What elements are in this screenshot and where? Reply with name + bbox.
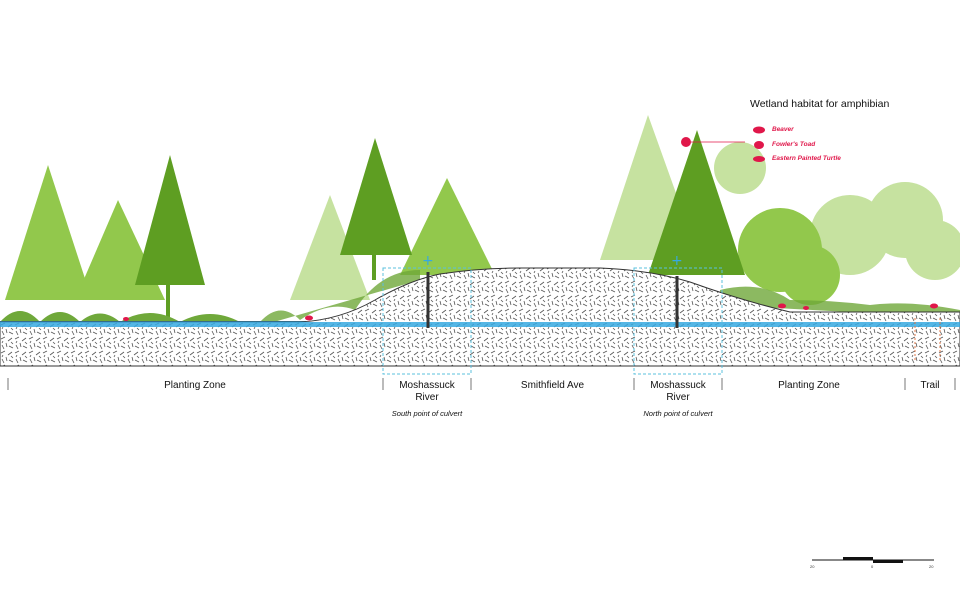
legend-callout-dot bbox=[681, 137, 691, 147]
zone-label-planting-west: Planting Zone bbox=[164, 380, 226, 391]
zone-note-river-south: South point of culvert bbox=[391, 409, 463, 418]
toad-icon bbox=[754, 140, 764, 149]
zone-label-river-north: Moshassuck River bbox=[650, 380, 706, 403]
scale-tick-right: 20 bbox=[929, 564, 934, 569]
ground-section bbox=[0, 267, 960, 367]
scale-bar bbox=[812, 557, 934, 563]
scale-tick-mid: 0 bbox=[871, 564, 874, 569]
legend-label-turtle: Eastern Painted Turtle bbox=[772, 154, 841, 162]
legend-label-toad: Fowler's Toad bbox=[772, 140, 816, 148]
zone-label-trail: Trail bbox=[920, 380, 940, 391]
plus-marker-south: + bbox=[422, 253, 434, 269]
legend-item-beaver: Beaver bbox=[752, 123, 794, 135]
zone-label-river-south: Moshassuck River bbox=[399, 380, 455, 403]
tree-canopy-foreground bbox=[135, 130, 745, 320]
beaver-icon bbox=[753, 126, 765, 133]
zone-label-road: Smithfield Ave bbox=[520, 380, 585, 391]
turtle-icon bbox=[753, 155, 765, 162]
scale-tick-left: 20 bbox=[810, 564, 815, 569]
legend-label-beaver: Beaver bbox=[772, 125, 794, 133]
zone-dividers bbox=[7, 378, 956, 390]
zone-label-planting-east: Planting Zone bbox=[778, 380, 840, 391]
animal-markers bbox=[123, 303, 938, 321]
plus-marker-north: + bbox=[671, 253, 683, 269]
tree-canopy-midground bbox=[5, 165, 840, 305]
culvert-north-outline bbox=[633, 267, 723, 375]
legend-item-turtle: Eastern Painted Turtle bbox=[752, 152, 841, 164]
legend-title: Wetland habitat for amphibian bbox=[750, 98, 890, 110]
culvert-south-outline bbox=[382, 267, 472, 375]
zone-note-river-north: North point of culvert bbox=[643, 409, 713, 418]
legend-item-toad: Fowler's Toad bbox=[752, 138, 815, 150]
